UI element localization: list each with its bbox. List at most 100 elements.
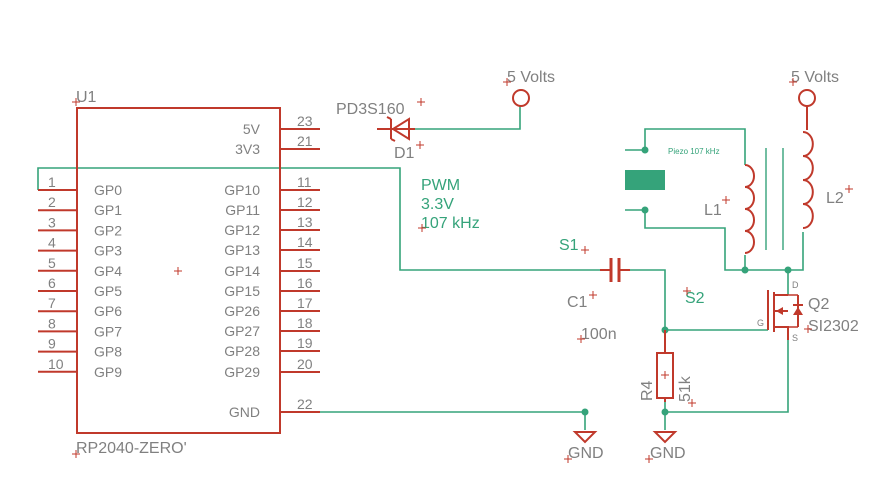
pin-name: 5V (243, 121, 261, 137)
pin-name: GP26 (224, 303, 260, 319)
diode-ref: D1 (394, 145, 415, 162)
diode-value: PD3S160 (336, 101, 405, 118)
junctions (581, 146, 792, 416)
pin-name: GP12 (224, 222, 260, 238)
pin-number: 19 (297, 335, 313, 351)
ground-right: GND (650, 431, 686, 462)
pin-number: 15 (297, 255, 313, 271)
pin-s: S (792, 333, 798, 343)
pin-number: 4 (48, 235, 56, 251)
wire-d1-5v (415, 106, 521, 130)
origin-cross (418, 224, 426, 232)
pin-number: 10 (48, 356, 64, 372)
pin-number: 16 (297, 275, 313, 291)
ground-left: GND (568, 431, 604, 462)
pin-name: GP14 (224, 263, 260, 279)
pin-d: D (792, 280, 799, 290)
origin-cross (577, 335, 585, 343)
wire-piezo-bottom (625, 209, 788, 271)
pin-name: GP9 (94, 364, 122, 380)
origin-cross (417, 98, 425, 106)
inductor-ref: L1 (704, 202, 722, 219)
inductor-l1: L1 (704, 148, 767, 254)
supply-symbol (512, 89, 530, 107)
wire-r4-source (664, 340, 789, 413)
pin-name: GP6 (94, 303, 122, 319)
inductor-coil (802, 131, 814, 229)
resistor-ref: R4 (639, 380, 656, 401)
junction-dot (581, 408, 589, 416)
pin-number: 21 (297, 133, 313, 149)
origin-cross (789, 78, 797, 86)
origin-cross (661, 371, 669, 379)
origin-cross (722, 196, 730, 204)
pin-number: 14 (297, 234, 313, 250)
junction-dot (784, 266, 792, 274)
pin-name: GP8 (94, 344, 122, 360)
mosfet-value: SI2302 (808, 318, 859, 335)
pin-number: 8 (48, 315, 56, 331)
origin-cross (503, 78, 511, 86)
pin-number: 18 (297, 315, 313, 331)
origin-markers (72, 78, 853, 463)
ground-label: GND (568, 445, 604, 462)
inductor-ref: L2 (826, 190, 844, 207)
supply-symbol (798, 89, 816, 107)
origin-cross (845, 185, 853, 193)
mosfet-ref: Q2 (808, 296, 829, 313)
pin-name: GP7 (94, 323, 122, 339)
wire-c1-s2 (627, 269, 666, 330)
origin-cross (589, 291, 597, 299)
pin-number: 12 (297, 194, 313, 210)
source-leg (774, 326, 789, 340)
resistor-r4: R4 51k (639, 330, 694, 402)
origin-cross (564, 455, 572, 463)
wire-piezo-top (625, 128, 746, 165)
pin-number: 23 (297, 113, 313, 129)
pin-name: GP10 (224, 182, 260, 198)
origin-cross (72, 98, 80, 106)
junction-dot (661, 408, 669, 416)
net-label-s2: S2 (685, 290, 705, 307)
inductor-l2: L2 (782, 131, 844, 250)
origin-cross (174, 267, 182, 275)
pin-number: 1 (48, 174, 56, 190)
pwm-line: 3.3V (421, 196, 454, 213)
ic-value: RP2040-ZERO' (76, 440, 187, 457)
supply-5v-left: 5 Volts (507, 69, 555, 107)
piezo: Piezo 107 kHz (625, 147, 720, 190)
pwm-line: PWM (421, 177, 460, 194)
mosfet-q2: D G S Q2 SI2302 (757, 280, 859, 343)
pin-name: GP1 (94, 202, 122, 218)
pin-name: GP4 (94, 263, 122, 279)
supply-label: 5 Volts (507, 69, 555, 86)
pin-number: 3 (48, 214, 56, 230)
pin-name: GP11 (225, 202, 260, 218)
pin-number: 20 (297, 356, 313, 372)
pin-number: 13 (297, 214, 313, 230)
pin-number: 22 (297, 396, 313, 412)
ground-symbol (572, 431, 598, 444)
piezo-element (625, 170, 665, 190)
origin-cross (804, 325, 812, 333)
diode-d1: PD3S160 D1 (336, 101, 415, 162)
pin-number: 17 (297, 295, 313, 311)
pin-name: 3V3 (235, 141, 260, 157)
cap-value: 100n (581, 326, 617, 343)
supply-label: 5 Volts (791, 69, 839, 86)
resistor-value: 51k (677, 375, 694, 402)
pin-name: GP0 (94, 182, 122, 198)
origin-cross (581, 246, 589, 254)
ic-right-pins: 235V213V311GP1012GP1113GP1214GP1315GP141… (224, 113, 320, 420)
body-arrow (776, 307, 783, 315)
junction-dot (741, 266, 749, 274)
origin-cross (683, 287, 691, 295)
origin-cross (72, 450, 80, 458)
inductor-coil (744, 164, 755, 254)
origin-cross (645, 455, 653, 463)
pwm-line: 107 kHz (421, 215, 480, 232)
pin-name: GP2 (94, 222, 122, 238)
pin-number: 9 (48, 336, 56, 352)
